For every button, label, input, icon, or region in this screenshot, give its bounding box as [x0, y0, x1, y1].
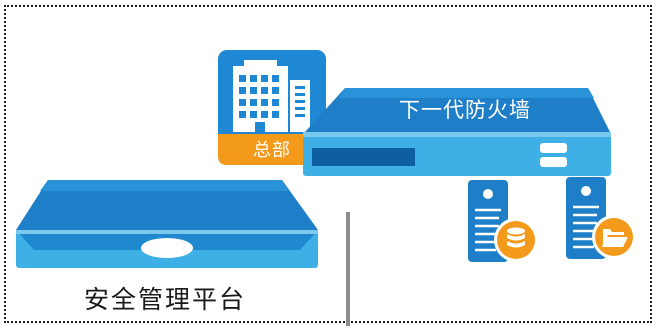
- diagram-frame: [4, 5, 652, 323]
- connection-line: [346, 212, 350, 326]
- headquarters-label: 总部: [253, 140, 291, 161]
- building-icon: [218, 50, 326, 165]
- firewall-appliance-icon: [303, 88, 611, 176]
- database-server-icon: [468, 180, 538, 262]
- file-server-icon: [566, 177, 636, 259]
- firewall-label: 下一代防火墙: [399, 98, 531, 122]
- management-platform-icon: [16, 180, 318, 268]
- management-platform-label: 安全管理平台: [83, 285, 246, 314]
